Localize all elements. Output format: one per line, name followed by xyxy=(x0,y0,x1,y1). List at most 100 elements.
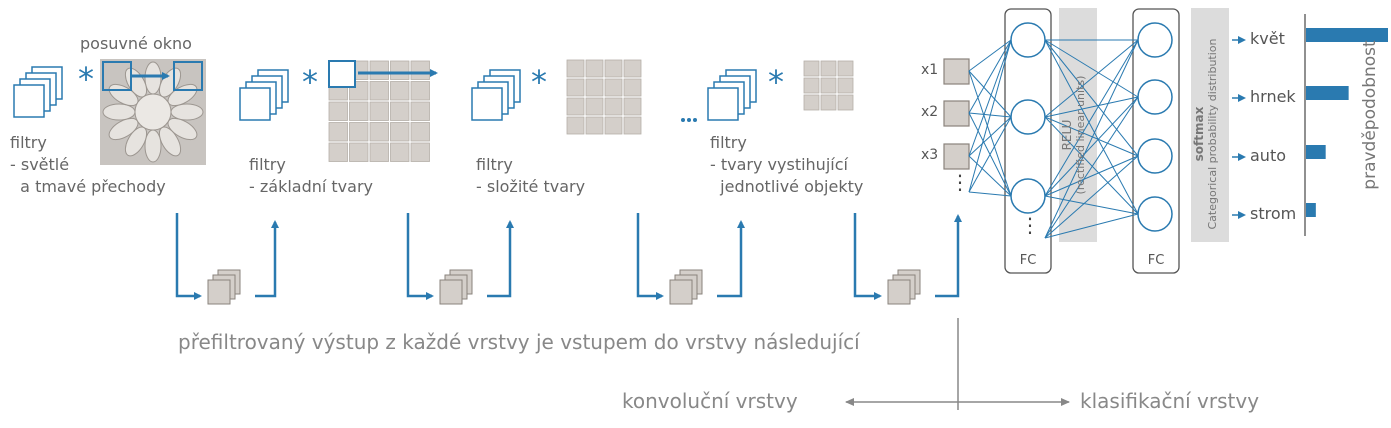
grid-cell xyxy=(803,77,820,94)
grid-cell xyxy=(820,77,837,94)
connection xyxy=(1044,39,1139,215)
probability-axis-label: pravděpodobnost xyxy=(1360,40,1380,190)
grid-cell xyxy=(369,60,389,80)
grid-cell xyxy=(566,59,585,78)
grid-cell xyxy=(566,78,585,97)
pooled-map xyxy=(207,279,231,305)
sliding-window-label: posuvné okno xyxy=(80,34,192,53)
grid-cell xyxy=(803,94,820,111)
probability-bar xyxy=(1306,86,1349,100)
grid-cell xyxy=(328,101,348,121)
stage3-description: filtry - složité tvary xyxy=(476,155,586,196)
fc2-label: FC xyxy=(1147,253,1165,268)
fc1-to-fc2-connections xyxy=(1044,39,1139,239)
grid-cell xyxy=(390,81,410,101)
pooled-map xyxy=(887,279,911,305)
neuron xyxy=(1137,196,1173,232)
probability-bar xyxy=(1306,203,1316,217)
neuron xyxy=(1010,99,1046,135)
stage2-description: filtry - základní tvary xyxy=(249,155,373,196)
class-label-hrnek: hrnek xyxy=(1250,87,1296,106)
stage3-filter-stack xyxy=(471,69,521,121)
flow-caption: přefiltrovaný výstup z každé vrstvy je v… xyxy=(178,330,860,354)
connection xyxy=(968,116,1012,193)
grid-cell xyxy=(369,122,389,142)
connection xyxy=(968,70,1012,197)
softmax-subtitle: Categorical probability distribution xyxy=(1206,38,1219,230)
grid-cell xyxy=(390,101,410,121)
convolution-star-icon: * xyxy=(78,60,94,98)
relu-label: RELU (rectified linear units) xyxy=(1060,25,1096,245)
connection xyxy=(1044,96,1139,118)
classification-layers-label: klasifikační vrstvy xyxy=(1080,389,1260,413)
grid-cell xyxy=(820,94,837,111)
grid-cell xyxy=(566,97,585,116)
connection xyxy=(968,39,1012,193)
neuron xyxy=(1137,22,1173,58)
connection xyxy=(1044,39,1139,157)
connection xyxy=(1044,39,1139,197)
grid-cell xyxy=(585,116,604,135)
class-label-strom: strom xyxy=(1250,204,1297,223)
grid-cell xyxy=(410,101,430,121)
probability-bars xyxy=(1306,28,1388,217)
grid-cell xyxy=(410,81,430,101)
input-nodes xyxy=(943,58,970,170)
grid-cell xyxy=(349,122,369,142)
input-to-fc1-connections xyxy=(968,39,1012,197)
convolutional-layers-label: konvoluční vrstvy xyxy=(622,389,798,413)
stage4-feature-grid xyxy=(803,60,854,111)
grid-cell xyxy=(328,142,348,162)
stage1-description: filtry - světlé a tmavé přechody xyxy=(10,133,166,196)
convolution-star-icon: * xyxy=(531,63,547,101)
input-label-x2: x2 xyxy=(921,104,939,120)
connection xyxy=(1044,96,1139,239)
connection xyxy=(968,116,1012,157)
grid-cell xyxy=(623,59,642,78)
connection xyxy=(968,70,1012,118)
connection xyxy=(968,39,1012,114)
softmax-title: softmax xyxy=(1192,106,1206,162)
grid-cell xyxy=(566,116,585,135)
grid-cell xyxy=(410,142,430,162)
probability-bar xyxy=(1306,28,1388,42)
connection xyxy=(1044,39,1139,239)
grid-cell xyxy=(837,77,854,94)
grid-cell xyxy=(820,60,837,77)
relu-subtitle: (rectified linear units) xyxy=(1074,75,1087,195)
connection xyxy=(968,191,1012,197)
grid-cell xyxy=(803,60,820,77)
stage4-filter-stack xyxy=(707,69,757,121)
connection xyxy=(1044,155,1139,239)
grid-cell xyxy=(623,97,642,116)
stage2-feature-grid xyxy=(328,60,430,162)
grid-cell xyxy=(604,59,623,78)
stage-ellipsis xyxy=(681,118,697,122)
output-arrows xyxy=(1232,36,1246,219)
grid-cell xyxy=(328,122,348,142)
grid-cell xyxy=(410,122,430,142)
input-ellipsis: ⋮ xyxy=(950,170,970,194)
neuron xyxy=(1137,79,1173,115)
grid-cell xyxy=(623,78,642,97)
grid-cell xyxy=(390,60,410,80)
grid-cell xyxy=(604,116,623,135)
grid-cell xyxy=(390,142,410,162)
grid-cell xyxy=(349,142,369,162)
pooled-map xyxy=(669,279,693,305)
fc1-ellipsis: ⋮ xyxy=(1020,213,1040,237)
sunflower-image xyxy=(100,59,206,165)
grid-cell xyxy=(585,97,604,116)
grid-cell xyxy=(585,78,604,97)
connection xyxy=(1044,39,1139,98)
stage1-filter-stack xyxy=(13,66,63,118)
grid-cell xyxy=(585,59,604,78)
connection xyxy=(1044,213,1139,239)
grid-cell xyxy=(410,60,430,80)
connection xyxy=(1044,39,1139,118)
connection xyxy=(1044,116,1139,157)
connection xyxy=(968,39,1012,157)
connection xyxy=(1044,195,1139,215)
sliding-window-marker xyxy=(328,60,356,88)
